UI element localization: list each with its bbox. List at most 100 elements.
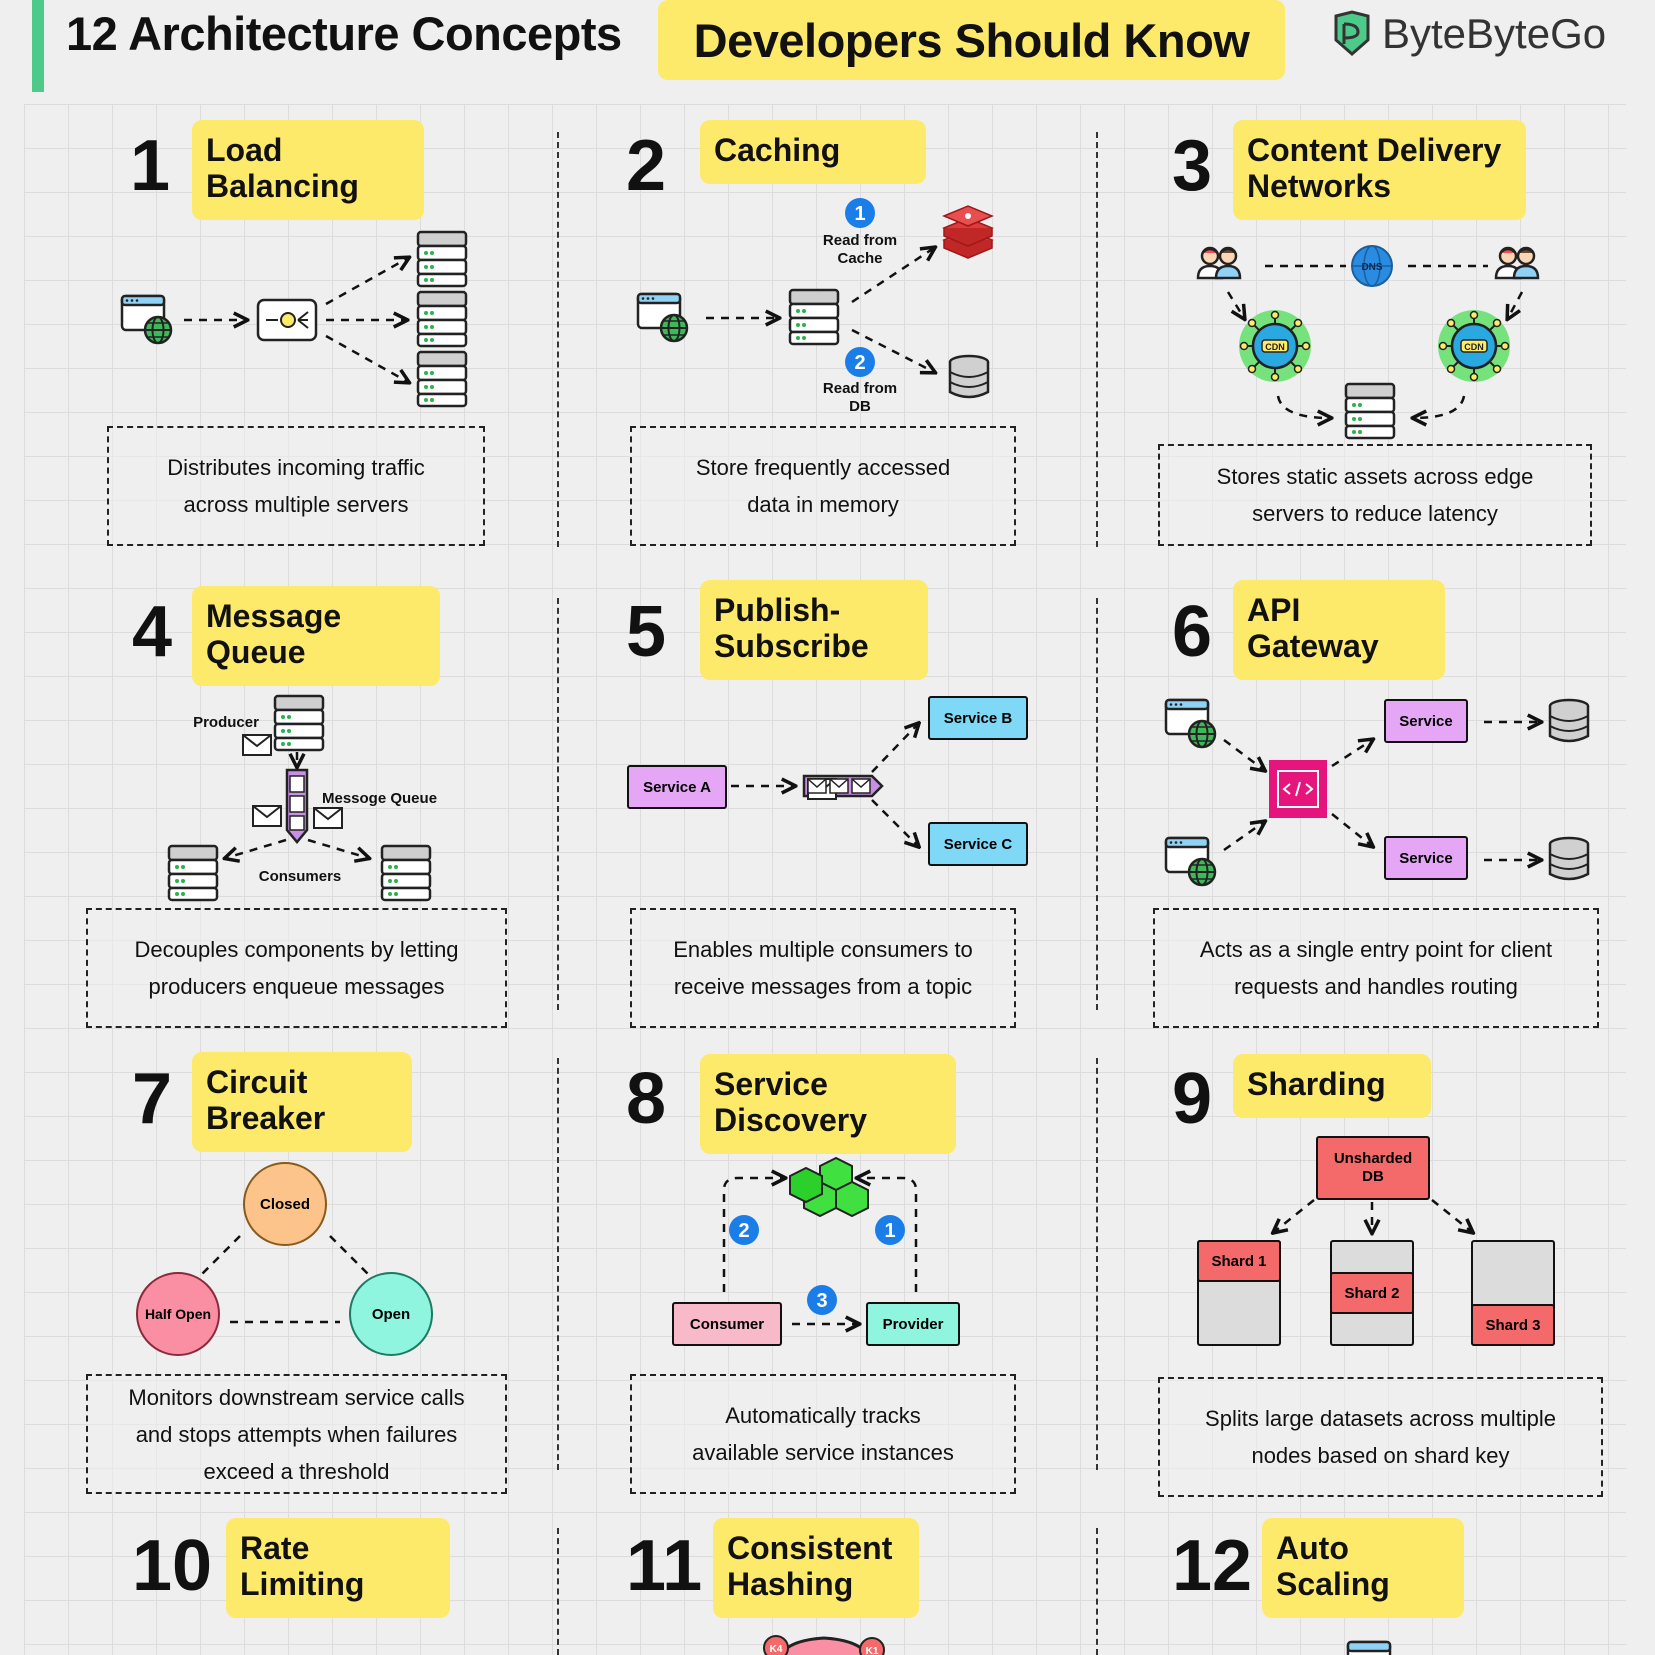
state-half-open: Half Open (136, 1272, 220, 1356)
cdn-icon: CDN (1436, 308, 1512, 384)
concept-title-caching: Caching (700, 120, 926, 184)
step-badge: 1 (875, 1215, 905, 1245)
redis-icon (942, 205, 994, 259)
concept-number: 1 (130, 126, 171, 206)
description-box: Store frequently accessed data in memory (630, 426, 1016, 546)
api-gateway-icon (1269, 760, 1327, 818)
browser-globe-icon (120, 294, 173, 345)
mq-consumers-label: Consumers (258, 868, 342, 885)
server-icon (416, 290, 468, 348)
gateway-service-box: Service (1384, 836, 1468, 880)
shard-3-box: Shard 3 (1471, 1304, 1555, 1346)
cubes-icon (789, 1156, 869, 1218)
svg-text:CDN: CDN (1464, 342, 1484, 352)
concept-number: 3 (1172, 126, 1213, 206)
server-icon (788, 288, 840, 346)
concept-number: 2 (626, 126, 667, 206)
consumer-box: Consumer (672, 1302, 782, 1346)
concept-number: 10 (132, 1526, 213, 1606)
page-title: 12 Architecture Concepts (66, 7, 622, 60)
description-box: Enables multiple consumers to receive me… (630, 908, 1016, 1028)
column-divider (557, 598, 559, 1010)
shard-2-box: Shard 2 (1330, 1272, 1414, 1314)
column-divider (557, 1058, 559, 1470)
database-icon (1548, 698, 1590, 743)
envelope-icon (242, 734, 272, 756)
svg-text:K4: K4 (770, 1644, 783, 1655)
browser-icon (1346, 1640, 1392, 1655)
unsharded-db-box: Unsharded DB (1316, 1136, 1430, 1200)
svg-text:3: 3 (816, 1290, 827, 1312)
dns-globe-icon: DNS (1351, 245, 1393, 287)
server-icon (167, 844, 219, 902)
description-box: Monitors downstream service calls and st… (86, 1374, 507, 1494)
column-divider (557, 132, 559, 547)
envelope-icon (313, 807, 343, 829)
description-box: Automatically tracks available service i… (630, 1374, 1016, 1494)
envelope-icon (807, 778, 871, 794)
server-icon (1344, 382, 1396, 440)
svg-text:K1: K1 (866, 1646, 879, 1655)
concept-number: 8 (626, 1059, 667, 1139)
mq-producer-label: Producer (193, 714, 259, 731)
mq-queue-label: Messoge Queue (322, 790, 438, 807)
brand-name: ByteByteGo (1382, 10, 1607, 57)
concept-title-sharding: Sharding (1233, 1054, 1431, 1118)
description-box: Splits large datasets across multiple no… (1158, 1377, 1603, 1497)
column-divider (1096, 598, 1098, 1010)
description-box: Distributes incoming traffic across mult… (107, 426, 485, 546)
column-divider (1096, 132, 1098, 547)
svg-text:1: 1 (884, 1220, 895, 1242)
database-icon (1548, 836, 1590, 881)
server-icon (273, 694, 325, 752)
page-title-highlight: Developers Should Know (658, 0, 1285, 80)
cdn-icon: CDN (1237, 308, 1313, 384)
step-badge: 2 (845, 347, 875, 377)
svg-text:DNS: DNS (1361, 262, 1382, 273)
message-queue-icon (285, 768, 309, 844)
concept-title-pubsub: Publish-Subscribe (700, 580, 928, 680)
description-box: Stores static assets across edge servers… (1158, 444, 1592, 546)
service-c-box: Service C (928, 822, 1028, 866)
caching-read-db-label: Read from DB (822, 380, 898, 415)
state-open: Open (349, 1272, 433, 1356)
logo-icon (1334, 10, 1370, 56)
step-badge: 1 (845, 198, 875, 228)
svg-text:2: 2 (854, 352, 865, 374)
load-balancer-icon (256, 298, 318, 342)
column-divider (557, 1528, 559, 1655)
concept-number: 4 (132, 592, 173, 672)
provider-box: Provider (866, 1302, 960, 1346)
shard-1-box: Shard 1 (1197, 1240, 1281, 1282)
column-divider (1096, 1058, 1098, 1470)
concept-number: 5 (626, 592, 667, 672)
step-badge: 2 (729, 1215, 759, 1245)
browser-globe-icon (636, 292, 689, 343)
step-badge: 3 (807, 1285, 837, 1315)
hash-ring-icon: K4 K1 (763, 1635, 885, 1655)
svg-text:1: 1 (854, 203, 865, 225)
brand-logo: ByteByteGo (1330, 10, 1606, 58)
service-b-box: Service B (928, 696, 1028, 740)
server-icon (416, 230, 468, 288)
concept-number: 6 (1172, 592, 1213, 672)
server-icon (416, 350, 468, 408)
user-group-icon (1196, 246, 1242, 280)
browser-globe-icon (1164, 698, 1217, 749)
gateway-service-box: Service (1384, 699, 1468, 743)
envelope-icon (252, 805, 282, 827)
service-a-box: Service A (627, 765, 727, 809)
concept-number: 12 (1172, 1526, 1253, 1606)
state-closed: Closed (243, 1162, 327, 1246)
database-icon (948, 354, 990, 399)
